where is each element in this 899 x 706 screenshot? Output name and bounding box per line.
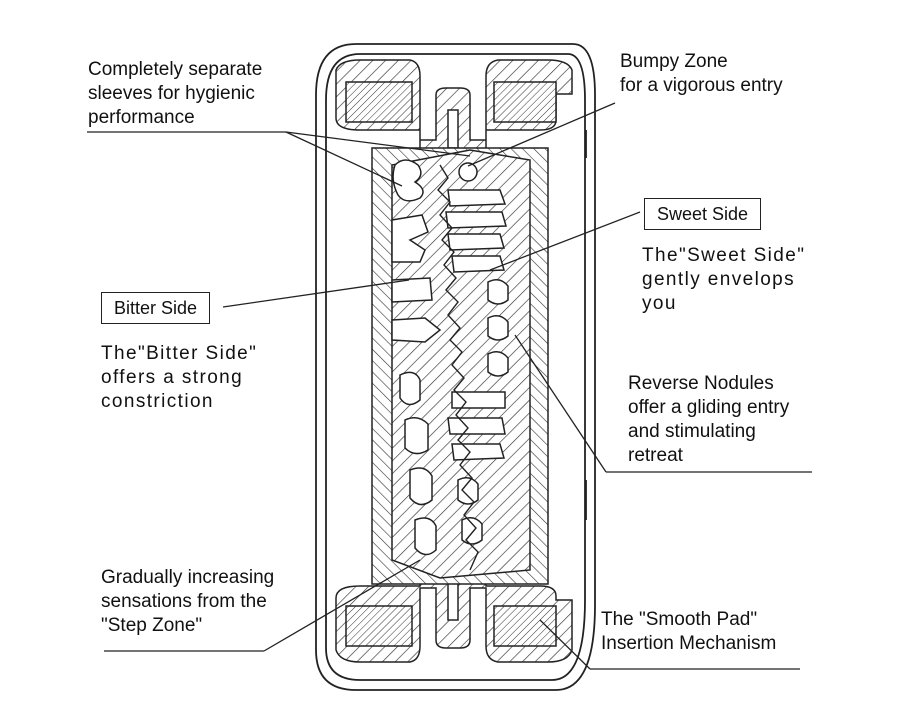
bottom-cap (335, 575, 573, 663)
top-cap (335, 59, 573, 151)
bumpy-zone-label: Bumpy Zone for a vigorous entry (620, 51, 783, 96)
sweet-side-channel (445, 162, 509, 545)
leader-lines (87, 102, 812, 670)
bitter-side-description: The"Bitter Side" offers a strong constri… (101, 343, 258, 412)
reverse-nodules-label: Reverse Nodules offer a gliding entry an… (628, 373, 790, 466)
sweet-side-description: The"Sweet Side" gently envelops you (642, 245, 806, 314)
bitter-side-channel (391, 159, 442, 556)
sweet-side-box: Sweet Side (644, 198, 762, 230)
bitter-side-box: Bitter Side (101, 292, 211, 324)
separate-sleeves-label: Completely separate sleeves for hygienic… (88, 59, 263, 128)
smooth-pad-label: The "Smooth Pad" Insertion Mechanism (601, 609, 777, 654)
outer-casing (315, 43, 596, 691)
center-wave (437, 164, 479, 571)
step-zone-label: Gradually increasing sensations from the… (101, 567, 275, 636)
